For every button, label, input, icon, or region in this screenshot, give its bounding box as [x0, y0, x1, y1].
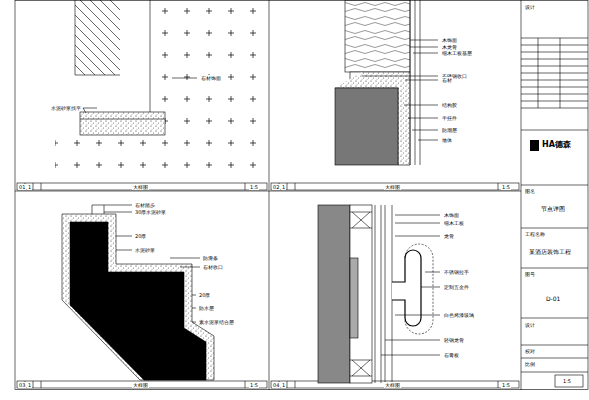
callout-label: 1 [27, 184, 32, 190]
callout-label: 02 [272, 184, 280, 190]
callout-label: 1 [281, 184, 286, 190]
callout-label: 白色烤漆玻璃 [443, 312, 475, 318]
callout-label: 石材收口 [202, 264, 224, 270]
callout-label: 某酒店装饰工程 [528, 248, 572, 255]
callout-label: 防潮层 [441, 127, 458, 133]
callout-label: 石膏板 [443, 352, 460, 358]
callout-label: 1:5 [249, 382, 259, 388]
callout-label: 图号 [524, 271, 536, 277]
callout-label: 大样图 [384, 184, 401, 190]
callout-label: 石材踏步 [134, 202, 156, 208]
callout-label: 干挂件 [441, 115, 458, 121]
callout-label: 大样图 [132, 184, 149, 190]
callout-label: 图名 [524, 188, 536, 194]
callout-label: 防滑条 [202, 255, 219, 261]
callout-label: 20厚 [198, 292, 211, 298]
callout-label: 防水层 [198, 305, 215, 311]
callout-label: 设计 [524, 4, 536, 10]
callout-label: 1 [281, 382, 286, 388]
callout-label: 1:5 [562, 378, 572, 384]
callout-label: 龙骨 [443, 233, 455, 239]
callout-label: 水泥砂浆 [134, 247, 156, 253]
callout-label: 墙体 [441, 137, 453, 143]
callout-label: 比例 [524, 361, 536, 367]
callout-label: 01 [18, 184, 26, 190]
callout-label: 校对 [524, 348, 536, 354]
callout-label: 1:5 [249, 184, 259, 190]
callout-label: 结构胶 [441, 102, 458, 108]
callout-label: 细木工板 [443, 220, 465, 226]
company-logo: HA德森 [541, 140, 572, 149]
callout-label: 03 [18, 382, 26, 388]
callout-label: 1:5 [501, 184, 511, 190]
callout-label: 不锈钢拉手 [443, 269, 470, 275]
callout-label: 石材 [441, 77, 453, 83]
callout-label: D-01 [545, 295, 561, 302]
callout-label: 大样图 [384, 382, 401, 388]
callout-label: 20厚 [134, 233, 147, 239]
callout-label: 节点详图 [540, 205, 566, 212]
callout-label: 石材饰面 [200, 75, 222, 81]
callout-label: 04 [272, 382, 280, 388]
callout-label: 大样图 [132, 382, 149, 388]
callout-label: 木饰面 [443, 212, 460, 218]
callout-label: 轻钢龙骨 [443, 337, 465, 343]
callout-label: 1:5 [501, 382, 511, 388]
callout-label: 1 [27, 382, 32, 388]
callout-label: 水泥砂浆找平 [50, 105, 82, 111]
callout-label: 30厚水泥砂浆 [134, 209, 167, 215]
callout-label: 定制五金件 [443, 284, 470, 290]
callout-label: 素水泥浆结合层 [198, 319, 235, 325]
callout-label: 木饰面 [441, 37, 458, 43]
callout-label: 设计 [524, 322, 536, 328]
callout-label: 细木工板基层 [441, 50, 473, 56]
callout-label: 工程名称 [524, 231, 546, 237]
